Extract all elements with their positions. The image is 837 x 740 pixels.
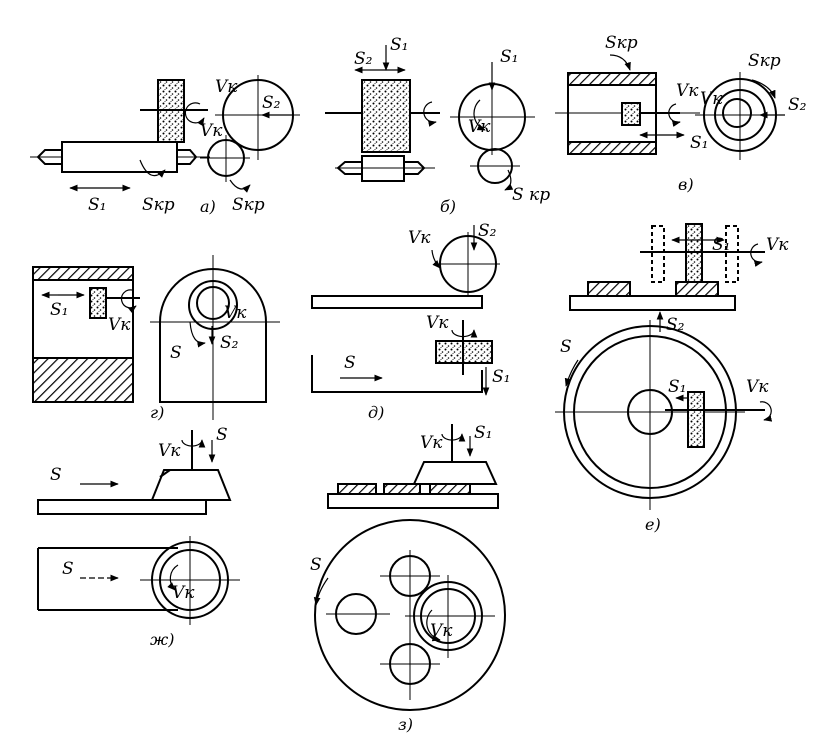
scheme-e: S₁ Vк S₂ S S₁ Vк е) [555, 223, 789, 534]
label-s2: S₂ [220, 333, 239, 353]
label-s: S [170, 343, 182, 363]
label-s1: S₁ [668, 377, 686, 397]
label-s1: S₁ [690, 133, 708, 153]
label-skr: Sкр [748, 51, 781, 71]
label-s: S [560, 337, 572, 357]
label-vk: Vк [200, 121, 223, 141]
label-s2: S₂ [354, 49, 373, 69]
caption-zh: ж) [150, 630, 174, 649]
caption-a: а) [200, 197, 216, 216]
label-s1: S₁ [474, 423, 492, 443]
grinding-wheel-v [621, 102, 641, 126]
label-s: S [50, 465, 62, 485]
caption-d: д) [368, 403, 384, 422]
scheme-a: Vк Vк S₂ S₁ Sкр Sкр а) [30, 75, 300, 216]
grinding-wheel-g [89, 287, 107, 319]
scheme-d: S₂ Vк Vк S₁ S д) [311, 221, 510, 422]
scheme-z: Vк S₁ S Vк з) [310, 423, 506, 734]
caption-g: г) [150, 403, 164, 422]
label-vk: Vк [766, 235, 789, 255]
scheme-b: S₁ S₂ S₁ Vк S кр б) [325, 35, 550, 216]
table-circle-z [314, 519, 506, 711]
label-vk: Vк [420, 433, 443, 453]
label-s-kr: S кр [512, 185, 550, 205]
label-vk: Vк [408, 228, 431, 248]
label-vk: Vк [215, 77, 238, 97]
label-s1: S₁ [50, 300, 68, 320]
label-s1: S₁ [88, 195, 106, 215]
label-s: S [62, 559, 74, 579]
label-vk: Vк [158, 441, 181, 461]
label-s: S [344, 353, 356, 373]
caption-z: з) [398, 715, 413, 734]
caption-e: е) [645, 515, 661, 534]
label-vk: Vк [676, 81, 699, 101]
scheme-g: S₁ Vк Vк S S₂ г) [32, 255, 280, 422]
cup-wheel-zh [150, 469, 232, 501]
arch-part-g [159, 268, 267, 403]
label-s2: S₂ [666, 315, 685, 335]
label-vk: Vк [700, 89, 723, 109]
label-vk: Vк [172, 583, 195, 603]
label-s1: S₁ [390, 35, 408, 55]
scheme-v: Sкр Vк Vк Sкр S₂ S₁ в) [555, 33, 807, 194]
label-skr: Sкр [142, 195, 175, 215]
label-s2: S₂ [788, 95, 807, 115]
label-vk: Vк [426, 313, 449, 333]
cup-wheel-z [412, 461, 498, 485]
grinding-wheel-b [361, 79, 411, 153]
label-s2: S₂ [478, 221, 497, 241]
label-s1: S₁ [712, 235, 730, 255]
caption-b: б) [440, 197, 456, 216]
label-vk: Vк [468, 117, 491, 137]
grinding-wheel-e-bottom [687, 391, 705, 448]
label-s: S [310, 555, 322, 575]
label-s: S [216, 425, 228, 445]
label-s1: S₁ [492, 367, 510, 387]
workpiece-a [61, 141, 178, 173]
label-vk: Vк [430, 621, 453, 641]
label-vk: Vк [108, 315, 131, 335]
scheme-zh: Vк S S S Vк ж) [37, 425, 240, 649]
label-s1: S₁ [500, 47, 518, 67]
label-vk: Vк [746, 377, 769, 397]
label-vk: Vк [224, 303, 247, 323]
label-s2: S₂ [262, 93, 281, 113]
caption-v: в) [678, 175, 694, 194]
label-skr: Sкр [605, 33, 638, 53]
label-skr: Sкр [232, 195, 265, 215]
